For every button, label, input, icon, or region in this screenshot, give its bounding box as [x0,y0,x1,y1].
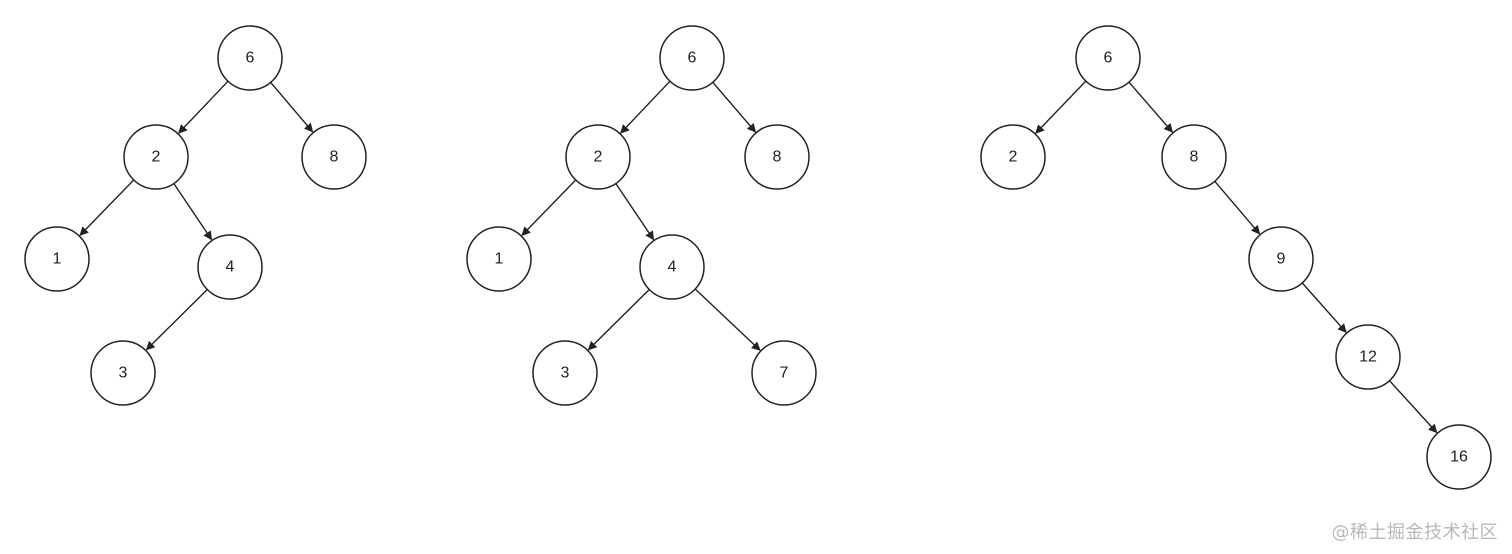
edge-arrow-t3-n9-to-t3-n12 [1301,282,1347,333]
node-circle [980,124,1046,190]
node-circle [24,226,90,292]
node-label: 2 [1009,149,1018,166]
edge-arrow-t1-n2-to-t1-n4 [173,183,213,241]
node-label: 6 [688,50,697,67]
node-circle [751,340,817,406]
edge-arrow-t2-n4-to-t2-n3 [587,289,650,351]
tree-node-t1-n6: 6 [217,25,283,91]
node-label: 7 [780,365,789,382]
node-circle [197,234,263,300]
node-label: 8 [1190,149,1199,166]
tree-node-t1-n8: 8 [301,124,367,190]
node-circle [1335,324,1401,390]
node-label: 8 [330,149,339,166]
edge-arrow-t2-n6-to-t2-n8 [712,81,757,133]
node-label: 2 [594,149,603,166]
edge-arrow-t2-n4-to-t2-n7 [694,288,761,351]
tree-node-t3-n2: 2 [980,124,1046,190]
tree-node-t2-n7: 7 [751,340,817,406]
tree-node-t2-n3: 3 [532,340,598,406]
node-circle [1426,424,1492,490]
edges-layer [79,80,1438,434]
edge-arrow-t1-n6-to-t1-n8 [270,81,314,133]
node-circle [639,234,705,300]
node-circle [659,25,725,91]
edge-arrow-t3-n6-to-t3-n2 [1035,80,1087,134]
node-label: 1 [495,251,504,268]
node-label: 16 [1450,449,1468,466]
tree-node-t1-n4: 4 [197,234,263,300]
node-label: 9 [1277,251,1286,268]
edge-arrow-t3-n8-to-t3-n9 [1214,180,1261,235]
node-label: 6 [246,50,255,67]
tree-node-t2-n1: 1 [466,226,532,292]
node-circle [565,124,631,190]
tree-node-t2-n8: 8 [744,124,810,190]
node-label: 4 [668,259,677,276]
tree-node-t1-n3: 3 [90,340,156,406]
tree-node-t3-n9: 9 [1248,226,1314,292]
node-circle [466,226,532,292]
watermark-text: @稀土掘金技术社区 [1331,522,1498,543]
node-circle [123,124,189,190]
node-label: 6 [1104,50,1113,67]
node-circle [217,25,283,91]
edge-arrow-t3-n6-to-t3-n8 [1128,81,1173,133]
tree-node-t2-n6: 6 [659,25,725,91]
tree-node-t2-n2: 2 [565,124,631,190]
node-circle [744,124,810,190]
edge-arrow-t2-n2-to-t2-n4 [615,183,655,241]
node-circle [1075,25,1141,91]
node-circle [532,340,598,406]
edge-arrow-t1-n6-to-t1-n2 [178,80,229,134]
edge-arrow-t1-n4-to-t1-n3 [145,289,208,351]
node-label: 12 [1359,349,1377,366]
edge-arrow-t2-n2-to-t2-n1 [521,179,577,236]
tree-node-t2-n4: 4 [639,234,705,300]
tree-node-t3-n8: 8 [1161,124,1227,190]
tree-node-t1-n1: 1 [24,226,90,292]
edge-arrow-t1-n2-to-t1-n1 [79,179,135,236]
node-label: 8 [773,149,782,166]
tree-3: 6 2 8 9 12 16 [980,25,1492,490]
edge-arrow-t2-n6-to-t2-n2 [620,80,671,134]
node-circle [301,124,367,190]
node-circle [1161,124,1227,190]
edge-arrow-t3-n12-to-t3-n16 [1388,380,1438,434]
node-label: 3 [119,365,128,382]
node-circle [90,340,156,406]
tree-node-t3-n16: 16 [1426,424,1492,490]
tree-node-t3-n6: 6 [1075,25,1141,91]
tree-node-t1-n2: 2 [123,124,189,190]
node-label: 3 [561,365,570,382]
node-circle [1248,226,1314,292]
node-label: 1 [53,251,62,268]
node-label: 4 [226,259,235,276]
tree-node-t3-n12: 12 [1335,324,1401,390]
node-label: 2 [152,149,161,166]
